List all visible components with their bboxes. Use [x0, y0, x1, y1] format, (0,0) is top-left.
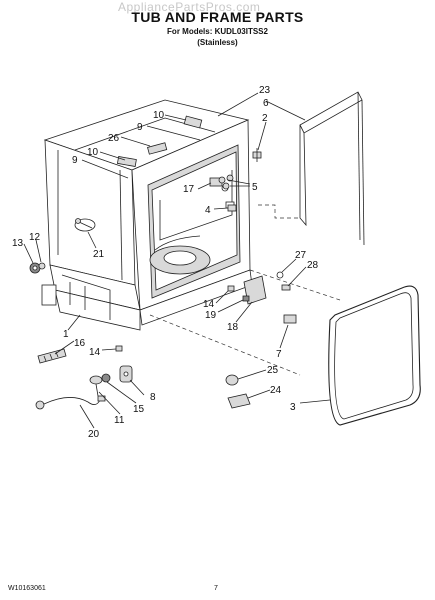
callout-13: 13	[12, 238, 24, 249]
part-12-nut	[38, 262, 46, 270]
part-15-nut	[101, 373, 111, 383]
callout-14-lower: 14	[89, 347, 101, 358]
page-title: TUB AND FRAME PARTS	[131, 9, 304, 25]
part-14-screw-upper	[227, 285, 235, 292]
callout-10-top: 10	[153, 110, 165, 121]
door-gasket-strip	[299, 91, 365, 246]
part-24-bracket	[227, 393, 251, 409]
callout-15: 15	[133, 404, 145, 415]
callout-8: 8	[150, 392, 156, 403]
callout-12: 12	[29, 232, 41, 243]
callout-23: 23	[259, 85, 271, 96]
callout-26: 26	[108, 133, 120, 144]
callout-25: 25	[267, 365, 279, 376]
watermark: AppliancePartsPros.com	[118, 0, 261, 14]
callout-9-top: 9	[137, 122, 143, 133]
part-21-screw	[75, 218, 93, 229]
tub-frame-assembly	[41, 99, 253, 331]
callout-18: 18	[227, 322, 239, 333]
part-7-clip	[283, 314, 297, 324]
part-8-bracket	[119, 365, 133, 383]
callout-27: 27	[295, 250, 307, 261]
callout-11: 11	[114, 415, 125, 426]
callout-1: 1	[63, 329, 69, 340]
callout-10-side: 10	[87, 147, 99, 158]
callout-28: 28	[307, 260, 319, 271]
models-line: For Models: KUDL03ITSS2	[167, 27, 268, 36]
part-20-wire	[35, 395, 106, 410]
part-28-screw	[281, 284, 291, 291]
callout-24: 24	[270, 385, 282, 396]
callout-21: 21	[93, 249, 105, 260]
callout-6: 6	[263, 98, 269, 109]
part-11-leg	[89, 375, 103, 397]
part-14-screw-lower	[115, 345, 123, 352]
callout-7: 7	[276, 349, 282, 360]
footer-part-number: W10163061	[8, 585, 46, 592]
callout-9-side: 9	[72, 155, 78, 166]
callout-3: 3	[290, 402, 296, 413]
callout-16: 16	[74, 338, 86, 349]
part-19-screw	[242, 295, 250, 302]
leader-lines	[23, 92, 331, 429]
footer-page-number: 7	[214, 585, 218, 592]
callout-19: 19	[205, 310, 217, 321]
callout-17: 17	[183, 184, 195, 195]
part-27-washer	[276, 271, 284, 279]
callout-20: 20	[88, 429, 100, 440]
callout-2: 2	[262, 113, 268, 124]
part-25-clip	[225, 374, 239, 386]
callout-14-upper: 14	[203, 299, 215, 310]
callout-4: 4	[205, 205, 211, 216]
callout-5: 5	[252, 182, 258, 193]
tub-seal-gasket	[328, 285, 421, 426]
part-2-screw	[252, 148, 262, 162]
finish-line: (Stainless)	[197, 38, 238, 47]
part-5-rollers	[218, 174, 234, 190]
